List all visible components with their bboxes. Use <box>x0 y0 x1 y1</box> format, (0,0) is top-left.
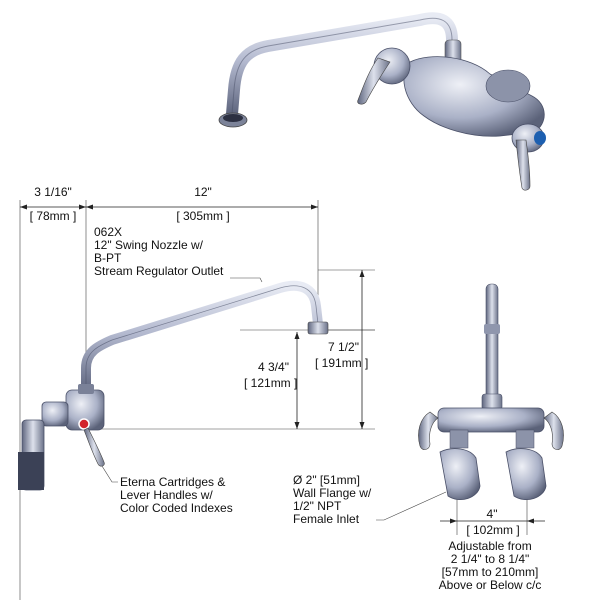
nozzle-callout-line-1: 062X <box>94 225 123 239</box>
flange-callout-line-2: Wall Flange w/ <box>293 486 372 500</box>
faucet-body-front <box>437 407 545 433</box>
cartridges-callout-line-1: Eterna Cartridges & <box>120 475 226 489</box>
nozzle-length-mm: [ 305mm ] <box>176 209 230 223</box>
center-distance-mm: [ 102mm ] <box>466 523 520 537</box>
nozzle-callout-line-2: 12" Swing Nozzle w/ <box>94 238 203 252</box>
flange-callout: Ø 2" [51mm] Wall Flange w/ 1/2" NPT Fema… <box>293 474 371 526</box>
total-height-inches: 7 1/2" <box>328 340 359 354</box>
right-lever-front <box>543 411 564 450</box>
lever-handle-side <box>83 427 105 467</box>
perspective-view <box>218 12 546 191</box>
flange-callout-line-4: Female Inlet <box>293 512 360 526</box>
flange-callout-line-3: 1/2" NPT <box>293 499 342 513</box>
adjustable-callout: Adjustable from 2 1/4" to 8 1/4" [57mm t… <box>420 540 560 592</box>
cartridges-callout-line-2: Lever Handles w/ <box>120 488 213 502</box>
nozzle-callout-line-4: Stream Regulator Outlet <box>94 264 224 278</box>
total-height-mm: [ 191mm ] <box>315 356 369 370</box>
cartridges-callout: Eterna Cartridges & Lever Handles w/ Col… <box>120 476 233 515</box>
adjustable-callout-line-4: Above or Below c/c <box>438 578 542 592</box>
left-lever-perspective <box>357 57 391 105</box>
left-lever-front <box>418 411 439 450</box>
nozzle-callout: 062X 12" Swing Nozzle w/ B-PT Stream Reg… <box>94 226 223 278</box>
nozzle-outlet-side <box>307 321 329 335</box>
flange-callout-line-1: Ø 2" [51mm] <box>293 473 360 487</box>
cartridges-callout-line-3: Color Coded Indexes <box>120 501 233 515</box>
depth-dimension-inches: 3 1/16" <box>34 185 72 199</box>
adjustable-callout-line-3: [57mm to 210mm] <box>441 565 539 579</box>
left-wall-flange-front <box>439 448 481 500</box>
adjustable-callout-line-1: Adjustable from <box>448 539 532 553</box>
wall-flange-side <box>41 401 69 427</box>
adjustable-callout-line-2: 2 1/4" to 8 1/4" <box>450 552 530 566</box>
nozzle-length-inches: 12" <box>194 185 212 199</box>
depth-dimension-mm: [ 78mm ] <box>29 209 77 223</box>
side-view <box>18 200 375 600</box>
blue-index-perspective <box>534 131 546 145</box>
wall-flange-perspective <box>485 69 531 103</box>
outlet-height-inches: 4 3/4" <box>258 360 289 374</box>
right-wall-flange-front <box>505 448 547 500</box>
right-lever-perspective <box>515 139 531 191</box>
nozzle-front <box>485 283 499 401</box>
front-view <box>376 283 564 535</box>
center-distance-inches: 4" <box>486 507 498 521</box>
outlet-height-mm: [ 121mm ] <box>244 376 298 390</box>
red-index-side <box>78 418 90 430</box>
nozzle-callout-line-3: B-PT <box>94 251 122 265</box>
